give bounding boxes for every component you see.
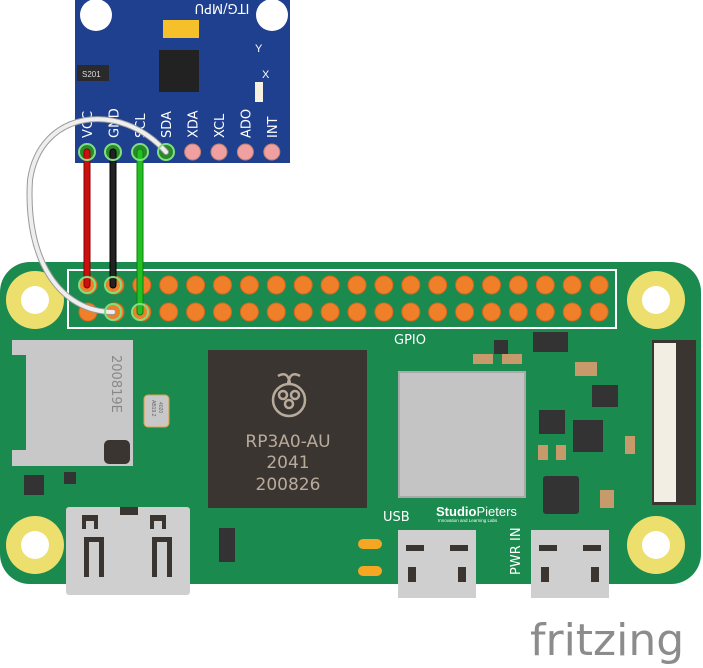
- gpio-pin[interactable]: [589, 302, 609, 322]
- regulator-label: S201: [82, 70, 101, 79]
- pwr-label: PWR: [509, 545, 524, 575]
- sensor-pin-label: XCL: [213, 113, 228, 138]
- usb-port[interactable]: [398, 530, 476, 598]
- gpio-pin[interactable]: [239, 302, 259, 322]
- gpio-pin[interactable]: [320, 275, 340, 295]
- sensor-pin-label: ADO: [239, 109, 254, 138]
- axis-y-label: Y: [255, 43, 263, 55]
- gpio-pin[interactable]: [239, 275, 259, 295]
- gpio-pin[interactable]: [374, 275, 394, 295]
- gpio-pin[interactable]: [186, 302, 206, 322]
- led: [358, 539, 382, 549]
- sensor-mount-hole: [256, 0, 288, 31]
- gpio-pin[interactable]: [535, 275, 555, 295]
- gpio-pin[interactable]: [159, 302, 179, 322]
- sensor-pin-xcl[interactable]: [210, 143, 228, 161]
- raspberry-logo-icon: [271, 373, 307, 418]
- sensor-pin-label: XDA: [187, 110, 202, 138]
- sensor-pin-int[interactable]: [263, 143, 281, 161]
- sensor-pin-ado[interactable]: [236, 143, 254, 161]
- gpio-pin[interactable]: [401, 302, 421, 322]
- wifi-shield: [398, 371, 526, 498]
- gpio-pin[interactable]: [508, 302, 528, 322]
- gpio-pin[interactable]: [266, 302, 286, 322]
- gpio-pin[interactable]: [293, 302, 313, 322]
- gpio-pin[interactable]: [455, 275, 475, 295]
- gpio-pin[interactable]: [401, 275, 421, 295]
- camera-connector-latch: [654, 343, 676, 502]
- gpio-pin[interactable]: [347, 275, 367, 295]
- capacitor: [163, 20, 199, 38]
- mpu-chip: [159, 50, 199, 92]
- crystal-code: 4020: [157, 402, 163, 413]
- gpio-pin[interactable]: [213, 275, 232, 295]
- sensor-pin-label: VCC: [81, 111, 96, 138]
- gpio-pin[interactable]: [482, 275, 501, 295]
- gpio-pin[interactable]: [428, 275, 448, 295]
- regulator: [77, 65, 109, 81]
- crystal-label: AB19.2: [150, 400, 156, 417]
- mini-hdmi-port[interactable]: [66, 507, 190, 595]
- sd-code: 200819E: [108, 355, 123, 413]
- soc-lot: 200826: [256, 475, 321, 495]
- gpio-pin[interactable]: [428, 302, 448, 322]
- gpio-pin[interactable]: [266, 275, 286, 295]
- power-in-port[interactable]: [531, 530, 609, 598]
- fritzing-watermark: fritzing: [530, 615, 684, 666]
- in-label: IN: [509, 527, 524, 541]
- usb-label: USB: [383, 510, 410, 525]
- gpio-pin[interactable]: [482, 302, 501, 322]
- gpio-pin[interactable]: [455, 302, 475, 322]
- gpio-pin[interactable]: [562, 302, 582, 322]
- led: [358, 566, 382, 576]
- soc-date: 2041: [266, 453, 309, 473]
- crystal: [143, 394, 170, 428]
- sensor-pin-xda[interactable]: [184, 143, 202, 161]
- power-led: [255, 82, 263, 102]
- gpio-pin[interactable]: [159, 275, 179, 295]
- soc-model: RP3A0-AU: [245, 432, 330, 452]
- mounting-holes: [6, 271, 685, 574]
- gpio-label: GPIO: [394, 333, 426, 348]
- sensor-mount-hole: [80, 0, 112, 31]
- gpio-pin[interactable]: [213, 302, 232, 322]
- gpio-pin[interactable]: [186, 275, 206, 295]
- wires: [26, 116, 169, 316]
- axis-x-label: X: [262, 69, 270, 81]
- sensor-pin-label: SDA: [160, 111, 175, 138]
- gpio-pin[interactable]: [293, 275, 313, 295]
- wire-ends: [78, 143, 175, 321]
- gpio-pin[interactable]: [374, 302, 394, 322]
- sensor-pin-label: INT: [266, 116, 281, 138]
- gpio-pin[interactable]: [535, 302, 555, 322]
- gpio-pin[interactable]: [589, 275, 609, 295]
- sd-card-slot: 200819E: [12, 340, 133, 466]
- gpio-pin[interactable]: [562, 275, 582, 295]
- smd-components: [24, 332, 618, 562]
- brand-tagline: Innovation and Learning Labs: [438, 518, 498, 523]
- gpio-pin[interactable]: [508, 275, 528, 295]
- gpio-pin[interactable]: [320, 302, 340, 322]
- gpio-pin[interactable]: [347, 302, 367, 322]
- sensor-title: ITG/MPU: [195, 0, 250, 15]
- passives: [473, 354, 635, 508]
- brand-logo: StudioPieters: [436, 504, 517, 519]
